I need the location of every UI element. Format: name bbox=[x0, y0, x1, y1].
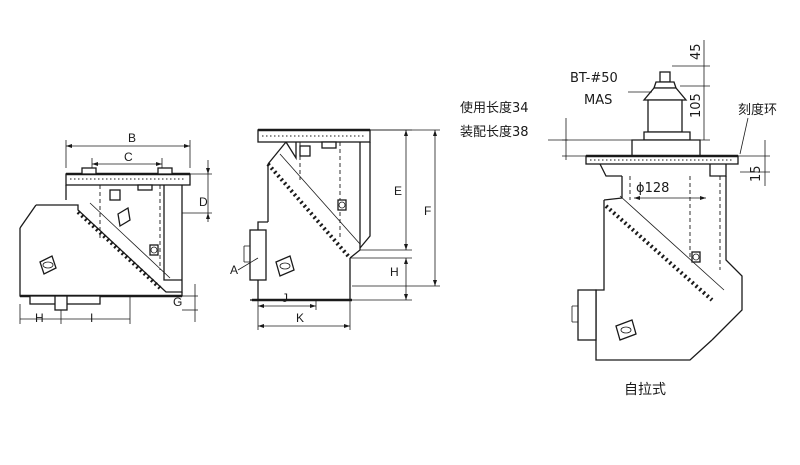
label-dim-105: 105 bbox=[689, 93, 704, 118]
label-f: F bbox=[424, 204, 431, 218]
label-c: C bbox=[124, 150, 133, 164]
label-b: B bbox=[128, 131, 136, 145]
caption-self-pulling: 自拉式 bbox=[624, 382, 666, 398]
top-plate bbox=[65, 173, 191, 186]
label-h-left: H bbox=[35, 311, 44, 325]
right-view: BT-#50 MAS 使用长度34 装配长度38 刻度环 ϕ128 45 105… bbox=[460, 40, 777, 398]
label-e: E bbox=[394, 184, 402, 198]
label-use-length: 使用长度34 bbox=[460, 100, 529, 116]
label-k: K bbox=[296, 311, 304, 325]
left-view: B C D G H I bbox=[19, 131, 212, 325]
label-i: I bbox=[90, 311, 93, 325]
label-dim-45: 45 bbox=[689, 43, 704, 60]
label-a: A bbox=[230, 263, 238, 277]
middle-view: A E F H J K bbox=[230, 128, 440, 330]
label-h-middle: H bbox=[390, 265, 399, 279]
label-g: G bbox=[173, 295, 182, 309]
label-scale-ring: 刻度环 bbox=[738, 102, 777, 118]
label-j: J bbox=[282, 291, 288, 305]
label-dim-15: 15 bbox=[749, 165, 764, 182]
label-d: D bbox=[199, 195, 208, 209]
label-fit-length: 装配长度38 bbox=[460, 124, 529, 140]
label-mas: MAS bbox=[584, 93, 612, 108]
label-diameter: ϕ128 bbox=[636, 181, 669, 196]
label-bt50: BT-#50 bbox=[570, 71, 618, 86]
